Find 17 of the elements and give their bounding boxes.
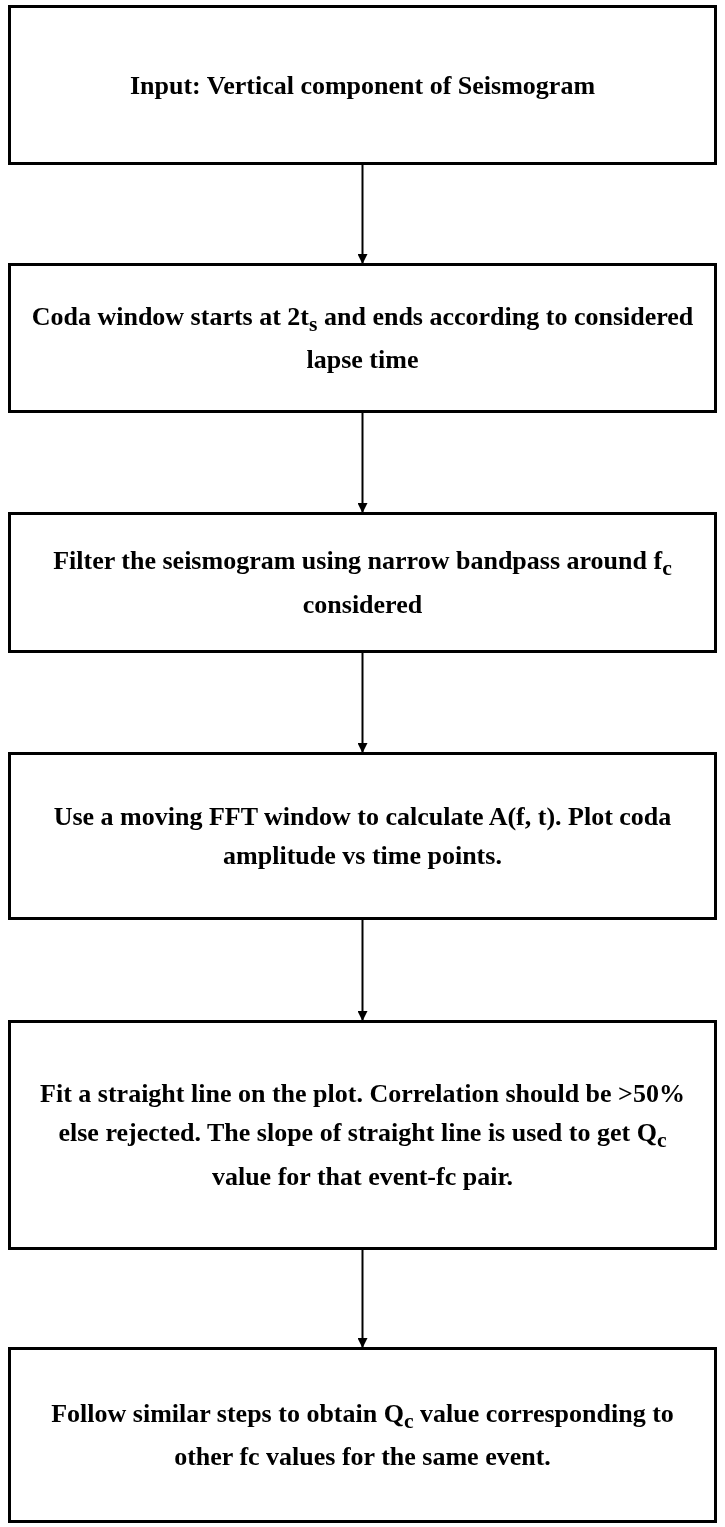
process-box <box>8 1020 717 1250</box>
arrow <box>357 412 368 513</box>
step-text: Use a moving FFT window to calculate A(f, t). Plot coda amplitude vs time points. <box>52 801 673 872</box>
process-box <box>8 1347 717 1523</box>
process-box <box>8 5 717 165</box>
process-box <box>8 263 717 413</box>
arrow <box>357 164 368 264</box>
step-text: Fit a straight line on the plot. Correlation should be >50% else rejected. The slope of straight line is used to get Q$_{c}$ value for that event-fc pair. <box>39 1078 686 1193</box>
step-text: Filter the seismogram using narrow bandpass around f$_{c}$ considered <box>52 545 673 621</box>
step-text: Coda window starts at 2t$_{s}$ and ends according to considered lapse time <box>30 300 695 377</box>
arrow <box>357 919 368 1021</box>
process-box <box>8 512 717 653</box>
process-box <box>8 752 717 920</box>
step-text: Follow similar steps to obtain Q$_{c}$ value corresponding to other fc values for the same event. <box>50 1397 675 1474</box>
arrow <box>357 652 368 753</box>
arrow <box>357 1249 368 1348</box>
step-text: Input: Vertical component of Seismogram <box>129 69 596 102</box>
